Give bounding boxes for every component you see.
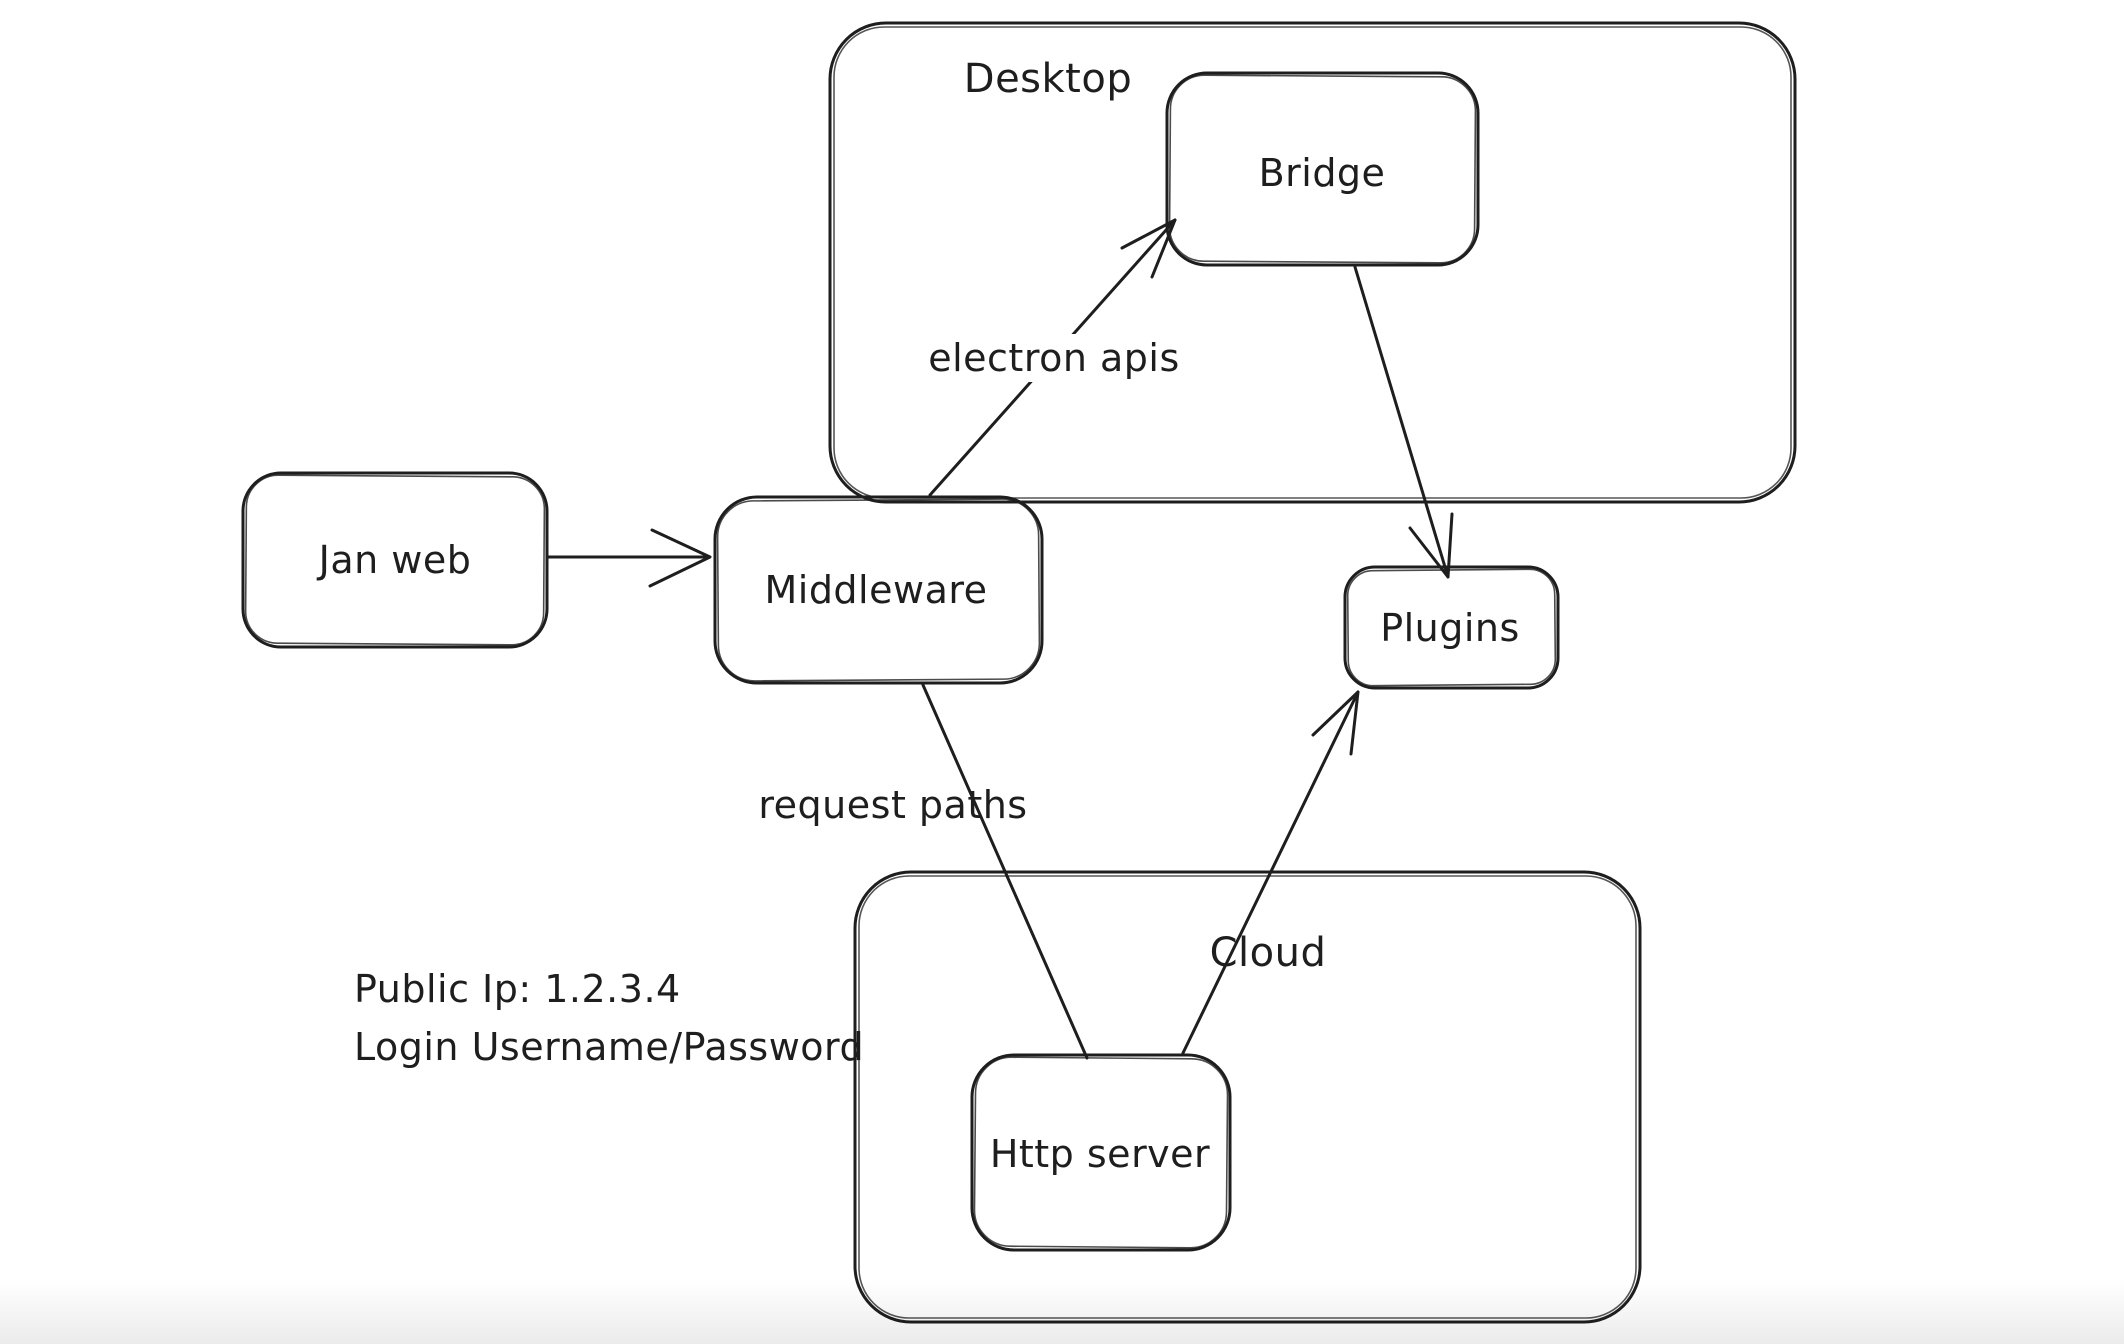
container-box-desktop[interactable] [828, 21, 1797, 504]
edge-label-electron-apis[interactable]: electron apis [916, 334, 1192, 382]
cloud-credentials-line-login: Login Username/Password [354, 1025, 865, 1069]
container-label-cloud[interactable]: Cloud [1209, 930, 1327, 976]
cloud-credentials-line-public-ip: Public Ip: 1.2.3.4 [354, 967, 681, 1011]
node-box-jan-web-sketch-stroke [244, 474, 546, 646]
node-box-plugins-sketch-stroke [1346, 568, 1557, 687]
edge-bridge-to-plugins[interactable] [1353, 265, 1454, 579]
node-box-http-server-sketch-stroke [973, 1056, 1229, 1249]
edge-jan-web-to-middleware[interactable] [545, 528, 712, 588]
arrowhead [1120, 218, 1177, 279]
node-box-http-server[interactable] [970, 1053, 1232, 1252]
arrowhead [1311, 690, 1360, 756]
edge-line[interactable] [1353, 265, 1450, 579]
cloud-credentials-note[interactable]: Public Ip: 1.2.3.4 Login Username/Passwo… [354, 960, 864, 1076]
arrowhead [648, 528, 712, 588]
node-box-bridge[interactable] [1165, 71, 1480, 267]
container-box-cloud-sketch-stroke [858, 875, 1637, 1319]
container-box-cloud[interactable] [853, 870, 1642, 1324]
node-box-plugins[interactable] [1343, 565, 1560, 690]
node-label-bridge[interactable]: Bridge [1258, 151, 1386, 195]
node-label-http-server[interactable]: Http server [989, 1132, 1211, 1176]
edge-line[interactable] [1181, 690, 1360, 1055]
edge-line[interactable] [921, 683, 1089, 1060]
edge-middleware-to-http-server[interactable] [921, 683, 1089, 1060]
node-label-jan-web[interactable]: Jan web [318, 538, 472, 582]
arrowhead [1408, 512, 1454, 579]
node-box-bridge-sketch-stroke [1168, 74, 1477, 264]
node-box-jan-web[interactable] [241, 471, 549, 649]
node-label-plugins[interactable]: Plugins [1380, 606, 1520, 650]
container-label-desktop[interactable]: Desktop [963, 56, 1133, 102]
edge-http-server-to-plugins[interactable] [1181, 690, 1360, 1055]
container-box-desktop-sketch-stroke [833, 26, 1792, 499]
edge-label-request-paths[interactable]: request paths [758, 783, 1028, 827]
node-label-middleware[interactable]: Middleware [764, 568, 988, 612]
